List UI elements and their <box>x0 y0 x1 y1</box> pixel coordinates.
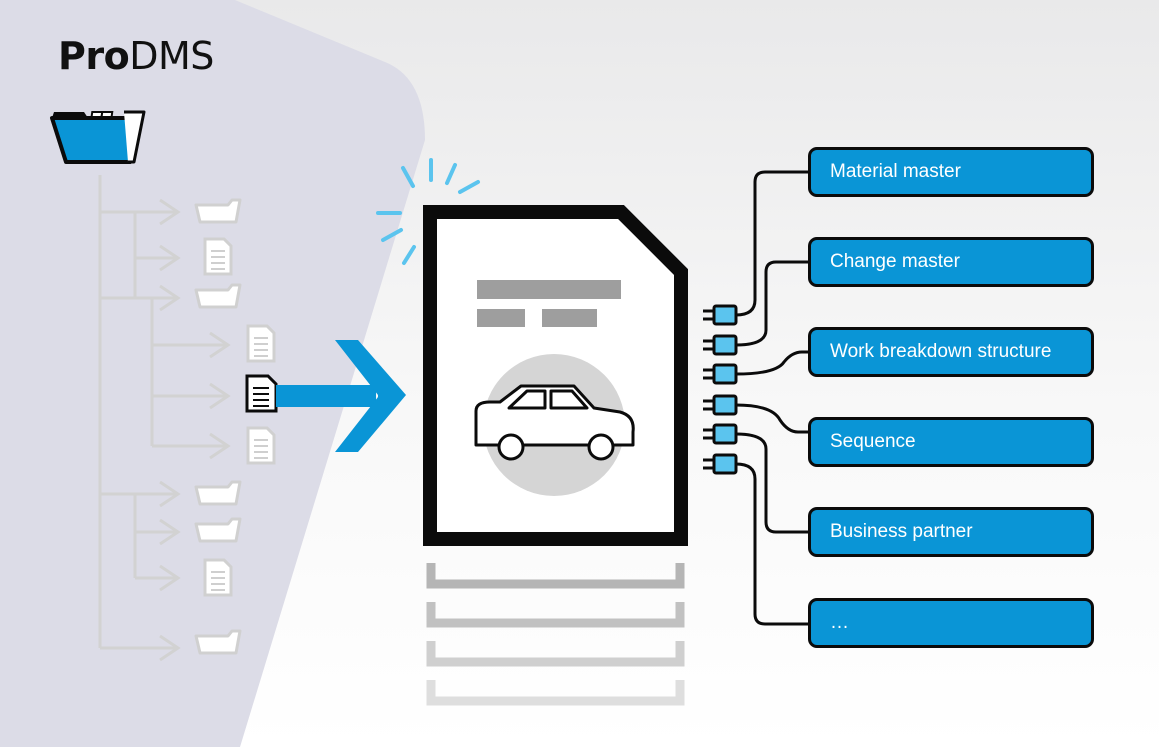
linked-object-label: Business partner <box>830 521 973 542</box>
document-icon <box>203 237 233 276</box>
linked-object-change-master: Change master <box>808 237 1094 287</box>
folder-icon <box>194 517 242 543</box>
document-text-line <box>542 309 597 327</box>
linked-object-sequence: Sequence <box>808 417 1094 467</box>
folder-icon <box>194 283 242 309</box>
plug-icon <box>703 304 738 326</box>
document-text-line <box>477 280 621 299</box>
document-icon <box>246 426 276 465</box>
logo-bold-text: Pro <box>58 34 130 78</box>
linked-object-label: Work breakdown structure <box>830 341 1052 362</box>
selected-document-icon <box>245 374 278 413</box>
arrow-icon <box>276 340 406 452</box>
linked-object-business-partner: Business partner <box>808 507 1094 557</box>
linked-object-label: Change master <box>830 251 960 272</box>
connector-lines <box>735 170 808 626</box>
open-folder-icon <box>50 110 146 164</box>
folder-panel <box>0 0 425 747</box>
car-icon <box>474 384 635 461</box>
linked-object-material-master: Material master <box>808 147 1094 197</box>
document-icon <box>246 324 276 363</box>
plug-icon <box>703 394 738 416</box>
central-document <box>423 205 688 546</box>
plug-icon <box>703 363 738 385</box>
folder-icon <box>194 629 242 655</box>
folder-icon <box>194 198 242 224</box>
document-stack <box>426 563 685 706</box>
plug-icon <box>703 334 738 356</box>
linked-object-label: Sequence <box>830 431 916 452</box>
folder-icon <box>194 480 242 506</box>
prodms-logo: ProDMS <box>58 34 214 78</box>
plug-icon <box>703 453 738 475</box>
linked-object-label: … <box>830 612 849 633</box>
linked-object-label: Material master <box>830 161 961 182</box>
highlight-rays <box>376 158 480 265</box>
document-text-line <box>477 309 525 327</box>
folder-tree <box>98 175 231 662</box>
document-icon <box>203 558 233 597</box>
logo-regular-text: DMS <box>129 34 214 78</box>
plug-icon <box>703 423 738 445</box>
linked-object-work-breakdown-structure: Work breakdown structure <box>808 327 1094 377</box>
linked-object-more: … <box>808 598 1094 648</box>
